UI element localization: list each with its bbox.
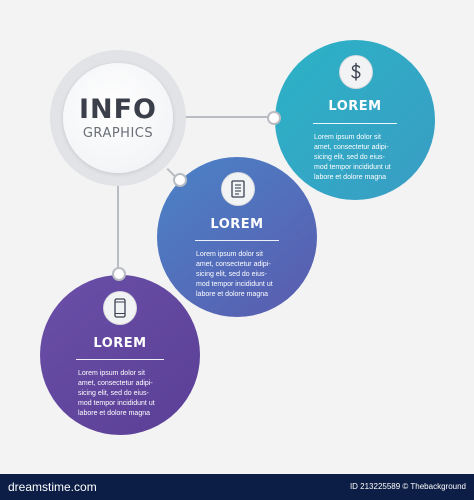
footer-bar: dreamstime.com ID 213225589 © Thebackgro… bbox=[0, 474, 474, 500]
hub-title: INFO bbox=[78, 94, 158, 125]
connector-dot-step2 bbox=[173, 173, 187, 187]
connector-dot-step3 bbox=[112, 267, 126, 281]
step-3-body-line: mod tempor incididunt ut bbox=[78, 400, 155, 407]
step-3-body-line: Lorem ipsum dolor sit bbox=[78, 370, 145, 377]
step-3-body-line: amet, consectetur adipi- bbox=[78, 380, 153, 387]
step-1-icon-badge bbox=[339, 55, 373, 89]
step-2-icon-badge bbox=[221, 172, 255, 206]
step-1-body-line: sicing elit, sed do eius- bbox=[314, 154, 385, 161]
step-3-title: LOREM bbox=[93, 336, 147, 351]
connector-hub-to-step3 bbox=[117, 186, 119, 268]
step-1-title: LOREM bbox=[328, 99, 382, 114]
hub-subtitle: GRAPHICS bbox=[82, 126, 154, 141]
footer-logo: dreamstime.com bbox=[8, 480, 97, 494]
smartphone-icon bbox=[114, 298, 126, 318]
step-2-body-line: sicing elit, sed do eius- bbox=[196, 271, 267, 278]
step-2-body-line: amet, consectetur adipi- bbox=[196, 261, 271, 268]
connector-dot-step1 bbox=[267, 111, 281, 125]
step-2-body-line: labore et dolore magna bbox=[196, 291, 268, 298]
step-1-divider bbox=[313, 123, 397, 124]
step-1-body-line: mod tempor incididunt ut bbox=[314, 164, 391, 171]
step-1-body-line: Lorem ipsum dolor sit bbox=[314, 134, 381, 141]
step-2-body-line: Lorem ipsum dolor sit bbox=[196, 251, 263, 258]
step-3-body-line: sicing elit, sed do eius- bbox=[78, 390, 149, 397]
connector-hub-to-step1 bbox=[180, 116, 272, 118]
step-3-icon-badge bbox=[103, 291, 137, 325]
step-1-body: Lorem ipsum dolor sit amet, consectetur … bbox=[314, 133, 414, 183]
step-2-body-line: mod tempor incididunt ut bbox=[196, 281, 273, 288]
step-3-body: Lorem ipsum dolor sit amet, consectetur … bbox=[78, 369, 178, 419]
step-2-divider bbox=[195, 240, 279, 241]
step-1-body-line: labore et dolore magna bbox=[314, 174, 386, 181]
step-3-divider bbox=[76, 359, 164, 360]
step-1-body-line: amet, consectetur adipi- bbox=[314, 144, 389, 151]
step-3-body-line: labore et dolore magna bbox=[78, 410, 150, 417]
hub-circle bbox=[63, 63, 173, 173]
dollar-icon bbox=[351, 62, 361, 81]
footer-credit: ID 213225589 © Thebackground bbox=[349, 482, 466, 491]
step-2-title: LOREM bbox=[210, 217, 264, 232]
step-2-body: Lorem ipsum dolor sit amet, consectetur … bbox=[196, 250, 296, 300]
document-icon bbox=[231, 180, 245, 198]
